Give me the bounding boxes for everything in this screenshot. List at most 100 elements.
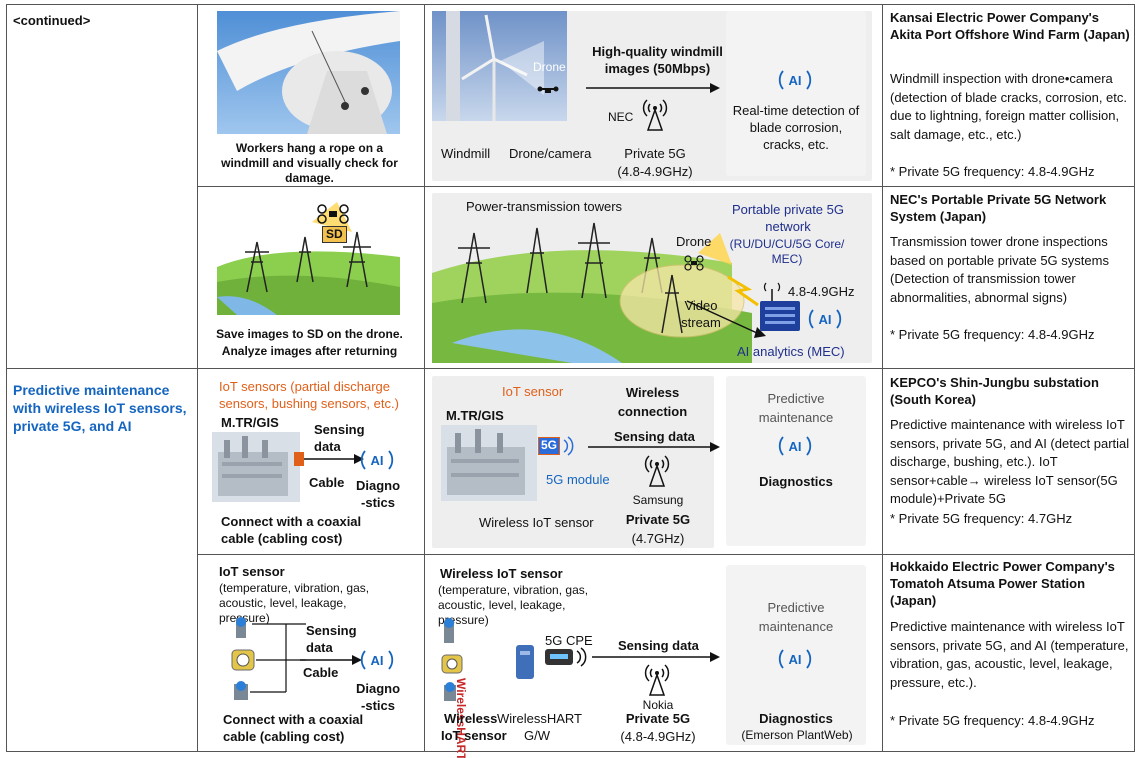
sensing-label: Sensing data [314,422,365,454]
case-desc: Predictive maintenance with wireless IoT… [890,417,1130,506]
drone-camera-label: Drone/camera [509,146,592,161]
freq-label: (4.7GHz) [631,531,685,546]
sensor-devices-illustration [231,617,306,700]
towers-label: Power-transmission towers [466,199,623,214]
predictive-label: Predictive maintenance [758,391,834,425]
case-desc: Predictive maintenance with wireless IoT… [890,619,1129,690]
arrow-icon [300,655,362,665]
wireless-iot-label: Wireless IoT sensor [440,566,563,581]
analytics-label: AI analytics (MEC) [737,344,845,359]
arrow-icon [592,652,720,662]
freq-label-2: 4.8-4.9GHz [788,284,855,299]
diag-label: Diagno -stics [355,681,401,713]
case-desc: Windmill inspection with drone•camera (d… [890,71,1128,142]
ai-icon: AI [808,309,842,329]
sensor-block [294,452,304,466]
table-col-divider [424,4,425,752]
category-label: Predictive maintenance with wireless IoT… [13,382,187,434]
table-border-left [6,4,7,752]
diagnostics-label: Diagnostics [759,711,833,726]
connect-label: Connect with a coaxial cable (cabling co… [223,712,364,744]
predictive-label: Predictive maintenance [758,600,834,634]
cable-label: Cable [303,665,339,680]
iot-sensors-label: IoT sensors (partial discharge sensors, … [219,379,399,411]
whart-gw-label: WirelessHART G/W [497,711,582,743]
case-freq: * Private 5G frequency: 4.8-4.9GHz [890,713,1095,728]
sd-card-label: SD [322,226,347,243]
table-border-bottom [6,751,1135,752]
ai-icon: AI [778,436,812,456]
ai-icon: AI [360,450,394,470]
windmill-worker-photo [217,11,400,134]
tower-landscape-illustration [217,197,400,315]
nec-label: NEC [608,110,634,124]
private5g-label: Private 5G [624,146,686,161]
cpe-device [545,649,573,665]
table-col-divider [197,4,198,752]
table-border-top [6,4,1135,5]
private5g-label: Private 5G [625,512,691,527]
case-title: Kansai Electric Power Company's Akita Po… [890,10,1130,42]
transformer-photo [212,432,300,502]
row3-result-box [726,376,866,546]
case-title: KEPCO's Shin-Jungbu substation (South Ko… [890,375,1099,407]
module-label: 5G module [546,472,610,487]
result-text: Real-time detection of blade corrosion, … [732,103,860,152]
iot-list-label-2: (temperature, vibration, gas, acoustic, … [438,583,589,627]
case-freq: * Private 5G frequency: 4.7GHz [890,511,1073,526]
diagnostics-label: Diagnostics [759,474,833,489]
table-col-divider [882,4,883,752]
arrow-icon [586,83,720,93]
top-label: High-quality windmill images (50Mbps) [592,44,723,76]
wireless-signal-icon [563,436,574,456]
5g-module-block: 5G [538,437,560,455]
portable-label: Portable private 5G network [731,202,844,234]
case-title: NEC's Portable Private 5G Network System… [890,192,1107,224]
row1-caption: Workers hang a rope on a windmill and vi… [221,141,398,185]
transformer-photo [441,425,537,501]
private5g-label: Private 5G [625,711,691,726]
sensing-label-2: Sensing data [618,638,699,653]
table-row-divider [197,554,1135,555]
mtr-label: M.TR/GIS [221,415,279,430]
windmill-label: Windmill [441,146,491,161]
sensing-label-2: Sensing data [614,429,695,444]
wireless-signal-icon [576,647,587,667]
ai-icon: AI [778,649,812,669]
row2-caption: Save images to SD on the drone. Analyze … [216,327,403,358]
svg-text:AI: AI [789,652,802,667]
iot-sensor-label: IoT sensor [219,564,285,579]
windmill-photo [432,11,567,121]
cable-label: Cable [309,475,345,490]
drone-label-2: Drone [676,234,712,249]
samsung-label: Samsung [632,493,684,507]
svg-text:AI: AI [819,312,832,327]
case-title: Hokkaido Electric Power Company's Tomato… [890,559,1115,608]
iot-sensor-label: IoT sensor [502,384,564,399]
cpe-label: 5G CPE [545,633,593,648]
connect-label: Connect with a coaxial cable (cabling co… [221,514,362,546]
diag-label: Diagno -stics [355,478,401,510]
arrow-icon [304,454,364,464]
svg-text:AI: AI [789,439,802,454]
iot-sensor-label-2: IoT sensor [441,728,507,743]
table-row-divider [6,368,1135,369]
emerson-label: (Emerson PlantWeb) [741,728,853,742]
wireless-iot-label: Wireless IoT sensor [479,515,594,530]
ai-icon: AI [360,650,394,670]
table-row-divider [197,186,1135,187]
tower-network-illustration [432,193,872,363]
continued-label: <continued> [13,13,91,28]
freq-label: (4.8-4.9GHz) [617,164,693,179]
drone-icon [317,204,349,224]
antenna-icon [644,455,670,487]
wireless-devices-illustration [441,618,534,701]
drone-label: Drone [533,60,566,74]
iot-list-label: (temperature, vibration, gas, acoustic, … [219,581,370,625]
case-freq: * Private 5G frequency: 4.8-4.9GHz [890,164,1095,179]
row4-result-box [726,565,866,745]
svg-text:AI: AI [371,653,384,668]
case-freq: * Private 5G frequency: 4.8-4.9GHz [890,327,1095,342]
video-label: Video stream [681,298,721,330]
portable-sub-label: (RU/DU/CU/5G Core/ MEC) [729,237,845,266]
